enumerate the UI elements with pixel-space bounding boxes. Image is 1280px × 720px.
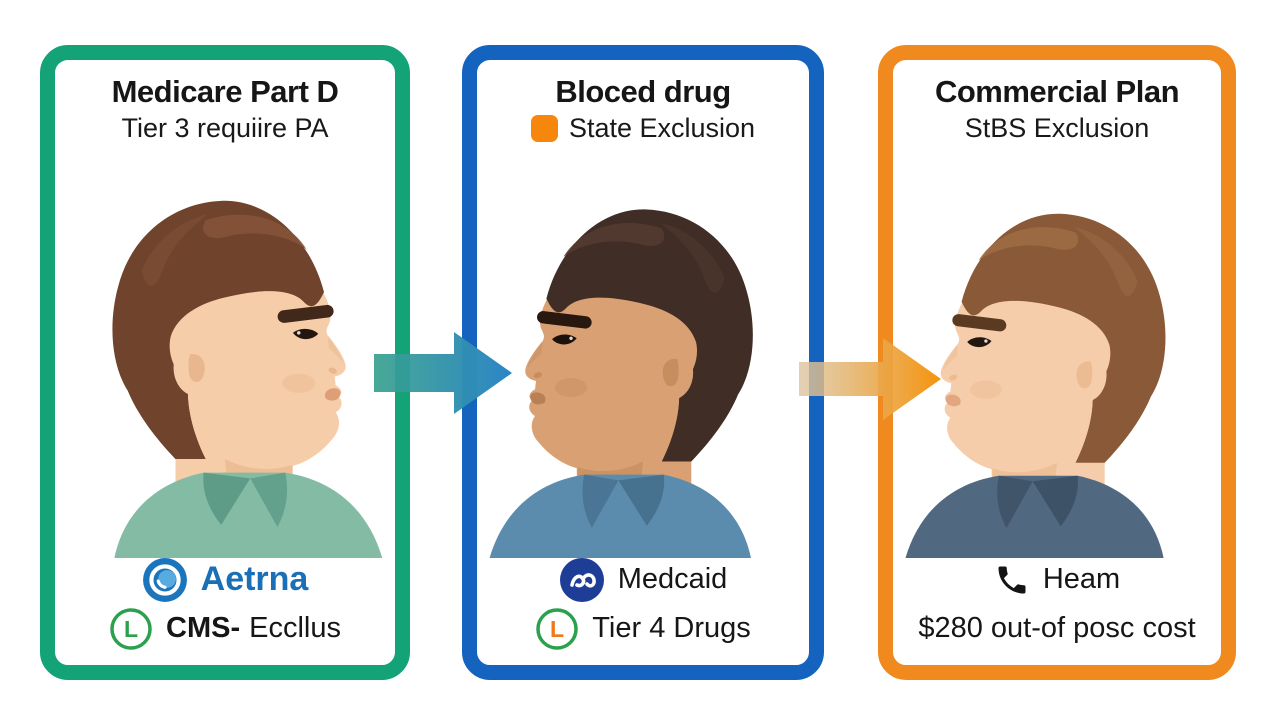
svg-text:L: L xyxy=(124,616,138,642)
tier4-label: Tier 4 Drugs xyxy=(592,612,751,644)
profile-face-illustration-2 xyxy=(482,168,804,558)
panel-1-header: Medicare Part D Tier 3 requiire PA xyxy=(55,74,395,144)
panel-3-subtitle-text: StBS Exclusion xyxy=(964,112,1150,143)
panel-3-subtitle: StBS Exclusion xyxy=(893,113,1221,144)
panel-2-title: Bloced drug xyxy=(555,74,731,109)
medicaid-row: Medcaid xyxy=(483,555,803,604)
panel-2-header: Bloced drug State Exclusion xyxy=(477,74,809,144)
panel-medicare-part-d: Medicare Part D Tier 3 requiire PA xyxy=(40,45,410,680)
panel-1-subtitle-text: Tier 3 requiire PA xyxy=(121,112,329,143)
panel-3-header: Commercial Plan StBS Exclusion xyxy=(893,74,1221,144)
tier4-row: L Tier 4 Drugs xyxy=(483,604,803,653)
medicaid-label: Medcaid xyxy=(617,563,728,595)
heam-row: Heam xyxy=(899,555,1215,604)
panel-1-title: Medicare Part D xyxy=(111,74,339,109)
svg-text:L: L xyxy=(550,616,564,642)
phone-icon xyxy=(994,562,1030,598)
panel-2-subtitle: State Exclusion xyxy=(477,113,809,144)
letter-l-badge-orange-icon: L xyxy=(535,607,579,651)
letter-l-badge-green-icon: L xyxy=(109,607,153,651)
cost-label: $280 out-of posc cost xyxy=(918,612,1196,644)
panel-1-footer: Aetrna L CMS- Eccllus xyxy=(61,555,389,653)
aetna-brand-row: Aetrna xyxy=(61,555,389,604)
aetna-logo-icon xyxy=(142,557,188,603)
medicaid-logo-icon xyxy=(559,557,605,603)
arrow-right-icon-2 xyxy=(799,336,943,422)
cms-row: L CMS- Eccllus xyxy=(61,604,389,653)
profile-face-illustration-3 xyxy=(898,168,1216,558)
panel-3-title: Commercial Plan xyxy=(934,74,1180,109)
cms-label: Eccllus xyxy=(249,612,341,644)
panel-2-subtitle-text: State Exclusion xyxy=(568,112,756,143)
profile-face-illustration-1 xyxy=(60,168,390,558)
heam-label: Heam xyxy=(1042,563,1121,595)
panel-blocked-drug: Bloced drug State Exclusion xyxy=(462,45,824,680)
aetna-brand-label: Aetrna xyxy=(200,560,309,598)
cms-prefix: CMS- xyxy=(166,612,241,644)
panel-2-footer: Medcaid L Tier 4 Drugs xyxy=(483,555,803,653)
cost-row: $280 out-of posc cost xyxy=(899,604,1215,653)
panel-1-subtitle: Tier 3 requiire PA xyxy=(55,113,395,144)
arrow-right-icon-1 xyxy=(374,330,514,416)
state-exclusion-marker-icon xyxy=(530,114,558,142)
panel-3-footer: Heam $280 out-of posc cost xyxy=(899,555,1215,653)
panel-commercial-plan: Commercial Plan StBS Exclusion xyxy=(878,45,1236,680)
